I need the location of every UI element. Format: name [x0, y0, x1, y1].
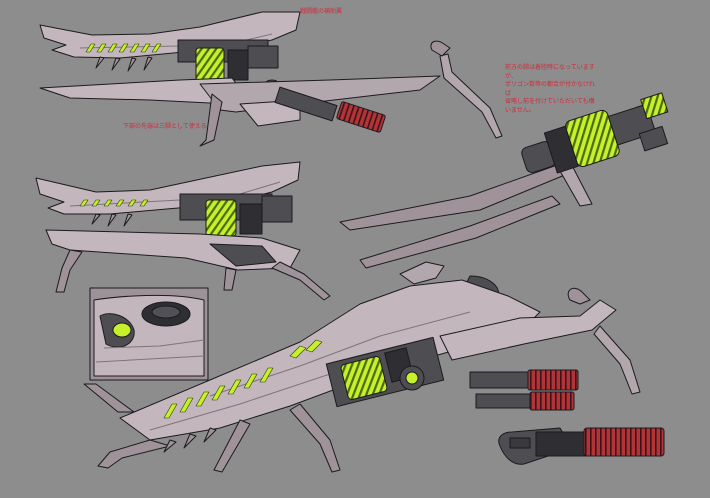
- side-view-middle: [35, 161, 331, 301]
- perspective-red-cannons: [469, 369, 579, 411]
- top-red-cannon: [274, 86, 386, 133]
- top-hull-glow-slits: [85, 43, 162, 53]
- perspective-view: [83, 261, 641, 473]
- cockpit-inset: [89, 287, 209, 381]
- red-cannon-detail: [498, 427, 665, 465]
- annotation-middle: 下部の先端は三脚として使える: [123, 123, 207, 130]
- middle-hull-glow-slits: [79, 199, 149, 207]
- middle-ventral-fins: [91, 213, 133, 227]
- annotation-top: 戦闘艦の補助翼: [300, 8, 343, 15]
- cannon-detail: [339, 92, 669, 269]
- perspective-glow-slits: [163, 339, 323, 419]
- top-ventral-fins: [95, 56, 153, 72]
- annotation-right: 前方の脚は着陸時になっていますが、 ポリゴン数等の都合が付かなければ 省略し前を…: [505, 64, 596, 114]
- side-view-top: [39, 11, 503, 147]
